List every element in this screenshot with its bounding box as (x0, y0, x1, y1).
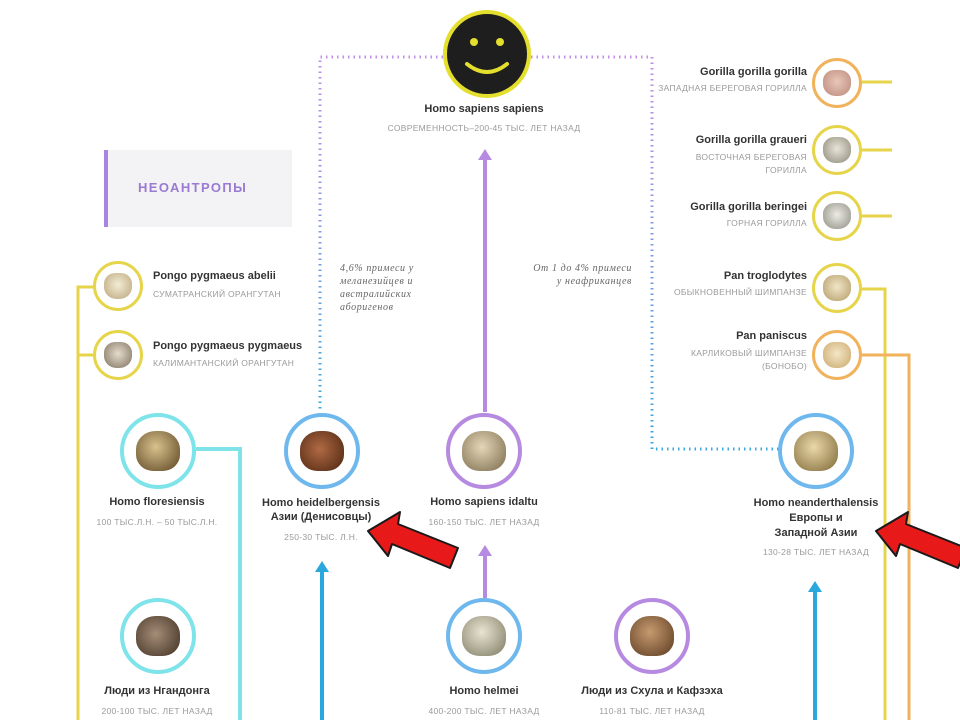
link-floresiensis (196, 447, 242, 720)
skull-helmei (446, 598, 522, 674)
arrowhead-idaltu (478, 545, 492, 556)
hominin-name-skhul: Люди из Схула и Кафзэха (581, 685, 723, 697)
section-label-text: НЕОАНТРОПЫ (138, 180, 248, 195)
note-neanderthal: От 1 до 4% примеси у неафриканцев (533, 263, 632, 287)
rail-left-yellow (76, 285, 96, 720)
ape-desc-left-2: КАЛИМАНТАНСКИЙ ОРАНГУТАН (153, 358, 295, 368)
hominin-name-heidelbergensis: Homo heidelbergensis Азии (Денисовцы) (262, 497, 380, 523)
skull-pongo-abelii (93, 261, 143, 311)
hominin-name-helmei: Homo helmei (449, 685, 519, 697)
hominin-period-helmei: 400-200 ТЫС. ЛЕТ НАЗАД (428, 706, 540, 716)
hominin-name-floresiensis: Homo floresiensis (109, 496, 205, 508)
skull-heidelbergensis (284, 413, 360, 489)
skull-pan-troglodytes (812, 263, 862, 313)
ape-desc-4: ОБЫКНОВЕННЫЙ ШИМПАНЗЕ (673, 287, 807, 297)
ape-name-5: Pan paniscus (736, 330, 807, 342)
section-label: НЕОАНТРОПЫ (104, 150, 292, 227)
note-denisova: 4,6% примеси у меланезийцев и австралийс… (340, 263, 414, 313)
hominin-period-heidelbergensis: 250-30 ТЫС. Л.Н. (284, 532, 358, 542)
pointer-arrow-neanderthal (875, 511, 960, 569)
rail-right-orange (862, 353, 911, 720)
skull-ngandong (120, 598, 196, 674)
ape-desc-left-1: СУМАТРАНСКИЙ ОРАНГУТАН (153, 289, 281, 299)
skull-neanderthalensis (778, 413, 854, 489)
skull-gorilla-graueri (812, 125, 862, 175)
skull-skhul (614, 598, 690, 674)
ape-desc-5: КАРЛИКОВЫЙ ШИМПАНЗЕ (БОНОБО) (690, 348, 807, 371)
arrowhead-root (478, 149, 492, 160)
ape-name-4: Pan troglodytes (723, 270, 807, 282)
hominin-period-ngandong: 200-100 ТЫС. ЛЕТ НАЗАД (101, 706, 213, 716)
hominin-period-floresiensis: 100 ТЫС.Л.Н. – 50 ТЫС.Л.Н. (96, 517, 218, 527)
arrowhead-neanderthalensis (808, 581, 822, 592)
hominin-period-skhul: 110-81 ТЫС. ЛЕТ НАЗАД (599, 706, 705, 716)
skull-idaltu (446, 413, 522, 489)
dotted-link-denisova (318, 55, 443, 410)
hominin-name-idaltu: Homo sapiens idaltu (430, 496, 538, 508)
dotted-link-neanderthal (531, 55, 780, 451)
skull-pongo-pygmaeus (93, 330, 143, 380)
skull-gorilla-beringei (812, 191, 862, 241)
ape-name-2: Gorilla gorilla graueri (695, 134, 807, 146)
root-period: СОВРЕМЕННОСТЬ–200-45 ТЫС. ЛЕТ НАЗАД (387, 123, 581, 133)
smiley-icon (443, 10, 531, 98)
root-name: Homo sapiens sapiens (424, 103, 544, 115)
ape-desc-2: ВОСТОЧНАЯ БЕРЕГОВАЯ ГОРИЛЛА (695, 152, 807, 175)
rail-right-yellow (862, 287, 887, 720)
arrowhead-heidelbergensis (315, 561, 329, 572)
skull-pan-paniscus (812, 330, 862, 380)
ape-name-1: Gorilla gorilla gorilla (700, 66, 807, 78)
ape-name-3: Gorilla gorilla beringei (690, 201, 807, 213)
ape-name-left-1: Pongo pygmaeus abelii (153, 270, 276, 282)
hominin-name-neanderthalensis: Homo neanderthalensis Европы и Западной … (753, 497, 879, 539)
hominin-period-idaltu: 160-150 ТЫС. ЛЕТ НАЗАД (428, 517, 540, 527)
hominin-name-ngandong: Люди из Нгандонга (104, 685, 210, 697)
hominin-period-neanderthalensis: 130-28 ТЫС. ЛЕТ НАЗАД (762, 547, 870, 557)
ape-desc-1: ЗАПАДНАЯ БЕРЕГОВАЯ ГОРИЛЛА (658, 83, 807, 93)
skull-gorilla-gorilla (812, 58, 862, 108)
pointer-arrow-denisova (367, 511, 459, 569)
ape-name-left-2: Pongo pygmaeus pygmaeus (153, 340, 303, 352)
skull-floresiensis (120, 413, 196, 489)
ape-desc-3: ГОРНАЯ ГОРИЛЛА (726, 218, 807, 228)
